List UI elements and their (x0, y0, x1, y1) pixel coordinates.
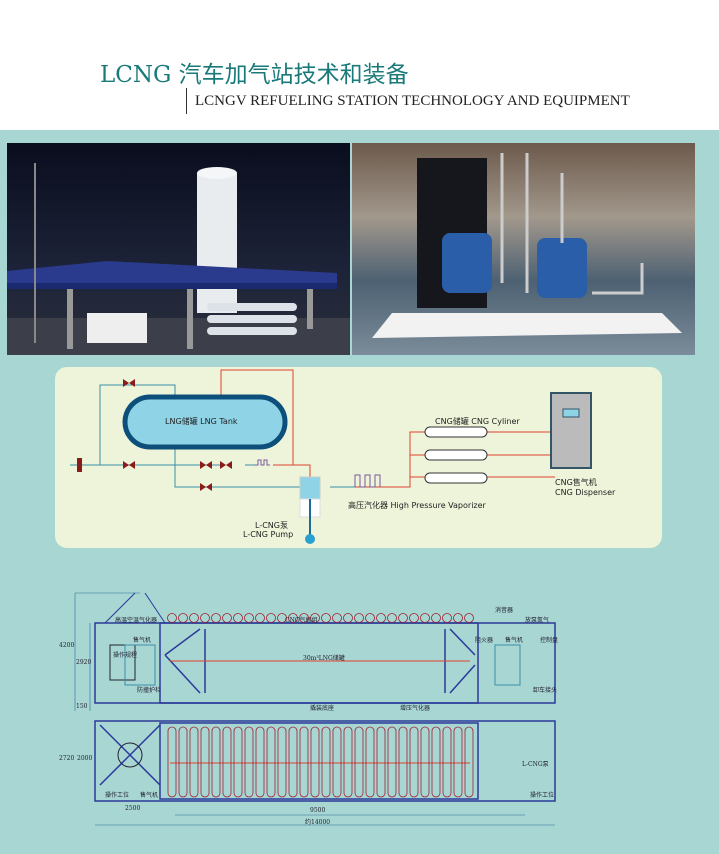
cylinder-top-view (420, 726, 430, 798)
cylinder-end (299, 613, 309, 623)
work-pos-left-label: 操作工位 (105, 792, 130, 799)
cylinder-top-view (332, 726, 342, 798)
cylinder-top-view (244, 726, 254, 798)
cylinder-end (376, 613, 386, 623)
cylinder-end (343, 613, 353, 623)
cylinder-top-view (288, 726, 298, 798)
cylinder-end (464, 613, 474, 623)
silencer-label: 消音器 (495, 607, 514, 614)
cylinder-end (288, 613, 298, 623)
pump-label: L-CNG泵 (522, 761, 549, 768)
dim-total: 约14000 (305, 819, 331, 826)
cylinder-end (167, 613, 177, 623)
cylinder-end (420, 613, 430, 623)
dispenser-left-label: 售气机 (133, 637, 152, 644)
cylinder-top-view (387, 726, 397, 798)
cylinder-top-view (453, 726, 463, 798)
vaporizer-top-label: 高温空温气化器 (115, 617, 158, 624)
cylinder-end (266, 613, 276, 623)
lcng-skid-equipment-photo (352, 143, 695, 355)
cylinder-end (332, 613, 342, 623)
process-flow-diagram: LNG储罐 LNG Tank CNG储罐 CNG Cyliner CNG售气机 … (55, 367, 662, 548)
dim-2000: 2000 (77, 755, 93, 762)
cylinder-end (365, 613, 375, 623)
cylinder-top-view (167, 726, 177, 798)
cylinder-end (398, 613, 408, 623)
vaporizer-label: 高压汽化器 High Pressure Vaporizer (348, 501, 486, 510)
cylinder-end (431, 613, 441, 623)
work-pos-right-label: 操作工位 (530, 792, 555, 799)
cylinder-end (277, 613, 287, 623)
lcng-station-night-photo (7, 143, 350, 355)
dim-150: 150 (76, 703, 88, 710)
cylinder-end (310, 613, 320, 623)
guardrail-label: 防撞护栏 (137, 687, 162, 694)
cylinder-end (409, 613, 419, 623)
booster-label: 增压气化器 (400, 705, 431, 712)
dispenser-label-cn: CNG售气机 (555, 478, 597, 487)
page-title: LCNG 汽车加气站技术和装备 (100, 62, 409, 88)
cylinder-top-view (398, 726, 408, 798)
cylinder-top-view (431, 726, 441, 798)
cylinder-top-view (233, 726, 243, 798)
cylinder-end (222, 613, 232, 623)
cylinder-end (255, 613, 265, 623)
cylinder-end (354, 613, 364, 623)
cylinder-end (453, 613, 463, 623)
cylinder-end (321, 613, 331, 623)
dispenser-label-en: CNG Dispenser (555, 488, 616, 497)
cylinder-top-view (365, 726, 375, 798)
cylinder-top-view (178, 726, 188, 798)
cylinder-top-view (376, 726, 386, 798)
cylinder-end (200, 613, 210, 623)
dispenser-right-label: 售气机 (505, 637, 524, 644)
dim-2500: 2500 (125, 805, 141, 812)
cylinder-end (233, 613, 243, 623)
cng-cylinders-label: CNG气瓶组 (285, 617, 318, 624)
cylinder-top-view (343, 726, 353, 798)
dim-2920: 2920 (76, 659, 92, 666)
pump-label-en: L-CNG Pump (243, 530, 294, 539)
cylinder-top-view (299, 726, 309, 798)
cylinder-top-view (222, 726, 232, 798)
rules-label: 操作规程 (113, 652, 138, 659)
unload-label: 卸车接头 (533, 687, 558, 694)
dim-4200: 4200 (59, 642, 75, 649)
cylinder-top-view (409, 726, 419, 798)
cylinder-end (178, 613, 188, 623)
dim-9500: 9500 (310, 807, 326, 814)
dispenser-bottom-label: 售气机 (140, 792, 159, 799)
cylinder-top-view (200, 726, 210, 798)
cylinder-end (442, 613, 452, 623)
nitrogen-label: 放泵氮气 (525, 617, 550, 624)
cylinder-end (244, 613, 254, 623)
base-label: 撬装底座 (310, 705, 335, 712)
cylinder-top-view (464, 726, 474, 798)
cylinder-end (189, 613, 199, 623)
cng-cylinder-label: CNG储罐 CNG Cyliner (435, 417, 520, 426)
dim-2720: 2720 (59, 755, 75, 762)
tank-label: 30m³LNG储罐 (303, 655, 345, 662)
cylinder-top-view (266, 726, 276, 798)
page-subtitle: LCNGV REFUELING STATION TECHNOLOGY AND E… (186, 88, 630, 114)
cylinder-top-view (442, 726, 452, 798)
cylinder-top-view (321, 726, 331, 798)
cylinder-end (211, 613, 221, 623)
control-panel-label: 控制盘 (540, 637, 559, 644)
cylinder-top-view (211, 726, 221, 798)
cylinder-top-view (310, 726, 320, 798)
cylinder-top-view (277, 726, 287, 798)
flame-arrester-label: 阻火器 (475, 637, 494, 644)
lng-tank-label: LNG储罐 LNG Tank (165, 417, 238, 426)
cylinder-end (387, 613, 397, 623)
cylinder-top-view (189, 726, 199, 798)
header: LCNG 汽车加气站技术和装备 LCNGV REFUELING STATION … (0, 0, 719, 130)
cylinder-top-view (255, 726, 265, 798)
cylinder-top-view (354, 726, 364, 798)
pump-label-cn: L-CNG泵 (255, 521, 288, 530)
equipment-layout-drawing: CNG气瓶组 消音器 放泵氮气 高温空温气化器 售气机 售气机 控制盘 操作规程… (55, 585, 585, 835)
